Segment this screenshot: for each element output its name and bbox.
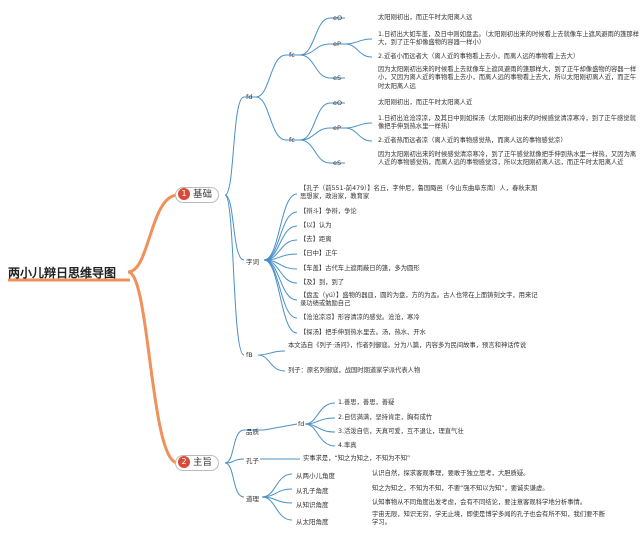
confucius-text: 实事求是，“知之为知之，不知为不知” (303, 455, 411, 462)
node-eo-1[interactable]: eO (333, 14, 343, 22)
quality-item: 1.善思，善思，善疑 (338, 399, 395, 406)
vocab-item: 【辩斗】争辩，争论 (300, 208, 357, 215)
lesson-angle[interactable]: 从孔子角度 (296, 487, 329, 495)
vocab-item: 【及】到，到了 (300, 279, 345, 286)
node-lesson[interactable]: 道理 (246, 495, 259, 503)
link-root-b1 (127, 193, 179, 274)
quality-item: 2.自信满满，坚持肯定，胸有成竹 (338, 414, 433, 421)
vocab-item: 【沧沧凉凉】形容清凉的感觉。沧沧，寒冷 (300, 314, 420, 321)
node-fd-quality[interactable]: fd (298, 420, 305, 428)
lesson-angle[interactable]: 从知识角度 (296, 501, 329, 509)
lesson-angle[interactable]: 从两小儿角度 (296, 472, 335, 480)
source-text-2: 列子：原名列御寇，战国时期道家学派代表人物 (288, 367, 421, 374)
text-ep-2-2: 2.近者热而远者凉（离人近的事物感觉热，而离人远的事物感觉凉） (378, 137, 567, 144)
node-eo-2[interactable]: eO (333, 99, 343, 107)
lesson-text: 宇宙无限，知识无穷，学无止境，即使是博学多闻的孔子也会有所不知，我们要不断学习。 (372, 511, 605, 527)
branch-label: 基础 (193, 189, 213, 200)
node-es-2[interactable]: eS (333, 159, 342, 167)
node-fc-2[interactable]: fc (289, 136, 295, 144)
vocab-item: 【去】距离 (300, 236, 332, 243)
text-ep-1-2: 2.近者小而远者大（离人近的事物看上去小，而离人远的事物看上去大） (378, 53, 580, 60)
vocab-item: 【探汤】把手伸到热水里去。汤，热水、开水 (300, 329, 426, 336)
quality-item: 4.率真 (338, 442, 357, 449)
node-es-1[interactable]: eS (333, 74, 342, 82)
node-vocabulary[interactable]: 字词 (246, 258, 259, 266)
root-title: 两小儿辩日思维导图 (8, 266, 117, 280)
vocab-item: 【日中】正午 (300, 250, 338, 257)
text-ep-1-1: 1.日初出大如车盖，及日中则如盘盂。（太阳刚初出来的时候看上去就像车上遮风避雨的… (378, 31, 640, 47)
node-confucius[interactable]: 孔子 (246, 457, 259, 465)
text-es-1: 因为太阳刚初出来的时候看上去就像车上遮风避雨的篷那样大，到了正午却像盛物的容器一… (378, 66, 637, 90)
vocab-item: 【盘盂（yú）】盛物的器皿，圆的为盘，方的为盂。古人也常在上面铸刻文字，用来记录… (300, 292, 538, 308)
lesson-angle[interactable]: 从太阳角度 (296, 518, 329, 526)
source-text-1: 本文选自《列子·汤问》，作者列御寇。分为八篇，内容多为民间故事，预言和神话传说 (288, 342, 527, 349)
branch-number-badge: 2 (178, 456, 190, 468)
node-fb[interactable]: fB (246, 351, 253, 359)
quality-item: 3.活泼自信，天真可爱，互不退让，理直气壮 (338, 428, 464, 435)
link-root-b2 (127, 270, 179, 465)
text-eo-2: 太阳刚初出，而正午时太阳离人近 (378, 99, 473, 106)
lesson-text: 知之为知之，不知为不知，不要“强不知以为知”，要诚实谦虚。 (372, 485, 549, 492)
text-eo-1: 太阳刚初出，而正午时太阳离人远 (378, 14, 473, 21)
node-ep-2[interactable]: eP (333, 124, 341, 132)
text-ep-2-1: 1.日初出沧沧凉凉，及其日中则如探汤（太阳刚初出来的时候感觉清凉寒冷，到了正午感… (378, 115, 636, 131)
vocab-item: 【以】认为 (300, 222, 332, 229)
node-fc-1[interactable]: fc (289, 51, 295, 59)
text-es-2: 因为太阳刚初出来的时候感觉清凉寒冷，到了正午感觉就像把手伸到热水里一样热，又因为… (378, 151, 637, 167)
lesson-text: 认识自然，探求客观事理，要敢于独立思考，大胆质疑。 (372, 470, 530, 477)
node-ep-1[interactable]: eP (333, 40, 341, 48)
lesson-text: 认知事物从不同角度出发考虑，会有不同结论，要注意客观科学地分析事情。 (372, 499, 587, 506)
vocab-item: 【孔子（前551-前479）】名丘，字仲尼，鲁国陬邑（今山东曲阜东南）人，春秋末… (300, 185, 538, 201)
branch-number-badge: 1 (178, 188, 190, 200)
branch-label: 主旨 (193, 457, 213, 468)
node-fd[interactable]: fd (246, 93, 253, 101)
vocab-item: 【车盖】古代车上遮雨蔽日的篷，多为圆形 (300, 265, 420, 272)
node-quality[interactable]: 品质 (246, 428, 259, 436)
